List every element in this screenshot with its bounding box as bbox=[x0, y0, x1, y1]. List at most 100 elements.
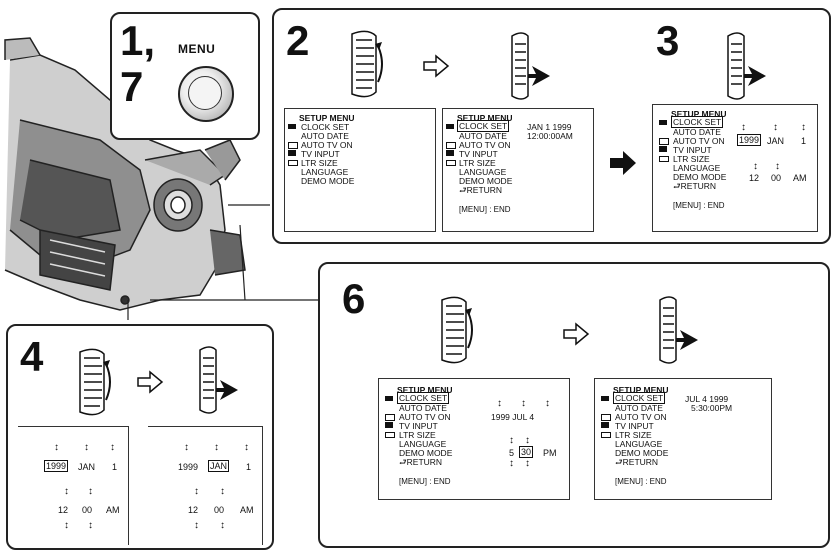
menu-item-auto-tv-on: AUTO TV ON bbox=[615, 412, 667, 422]
setup-menu-screen-step6b: SETUP MENU CLOCK SET JUL 4 1999 AUTO DAT… bbox=[594, 378, 772, 500]
menu-end-hint: [MENU] : END bbox=[673, 201, 725, 210]
minute-value: 00 bbox=[771, 173, 782, 183]
hour-value: 12 bbox=[58, 505, 69, 515]
up-down-arrow-icon: ↕ bbox=[509, 435, 514, 446]
up-down-arrow-icon: ↕ bbox=[184, 442, 189, 453]
menu-button-inner-ring bbox=[188, 76, 222, 110]
menu-button-label: MENU bbox=[178, 42, 216, 56]
panel-step-1-7: 1, 7 MENU bbox=[110, 12, 260, 140]
menu-item-tv-input: TV INPUT bbox=[615, 421, 654, 431]
step-number-7: 7 bbox=[120, 63, 144, 110]
dial-push-icon-step3 bbox=[727, 32, 766, 100]
month-value: JAN bbox=[78, 462, 96, 472]
ampm-value: AM bbox=[793, 173, 807, 183]
menu-end-hint: [MENU] : END bbox=[615, 477, 667, 486]
return-icon: ⮐ bbox=[615, 457, 623, 467]
hollow-right-arrow-icon bbox=[563, 322, 590, 346]
dial-turn-icon bbox=[351, 30, 383, 98]
menu-title: SETUP MENU bbox=[613, 385, 669, 395]
menu-button[interactable] bbox=[178, 66, 234, 122]
up-down-arrow-icon: ↕ bbox=[194, 486, 199, 497]
return-icon: ⮐ bbox=[459, 185, 467, 195]
up-down-arrow-icon: ↕ bbox=[545, 398, 550, 409]
up-down-arrow-icon: ↕ bbox=[525, 458, 530, 469]
menu-item-tv-input: TV INPUT bbox=[673, 145, 712, 155]
step-number-4: 4 bbox=[20, 333, 44, 380]
return-icon: ⮐ bbox=[399, 457, 407, 467]
menu-item-ltr-size: LTR SIZE bbox=[673, 154, 710, 164]
menu-item-clock-set-selected: CLOCK SET bbox=[613, 392, 666, 404]
menu-title: SETUP MENU bbox=[457, 113, 513, 123]
date-values: 1999 JUL 4 bbox=[491, 412, 535, 422]
menu-end-hint: [MENU] : END bbox=[459, 205, 511, 214]
ampm-value: AM bbox=[240, 505, 254, 515]
menu-item-language: LANGUAGE bbox=[673, 163, 721, 173]
panel-step-2-3: 2 3 SETUP MENU CLOCK SET AUTO DATE AUTO … bbox=[272, 8, 831, 244]
menu-item-demo-mode: DEMO MODE bbox=[301, 176, 355, 186]
menu-item-language: LANGUAGE bbox=[615, 439, 663, 449]
menu-item-clock-set: CLOCK SET bbox=[301, 122, 350, 132]
step-number-6: 6 bbox=[342, 275, 366, 322]
dial-push-icon bbox=[511, 32, 550, 100]
up-down-arrow-icon: ↕ bbox=[497, 398, 502, 409]
hour-value: 12 bbox=[188, 505, 199, 515]
solid-right-arrow-icon bbox=[610, 151, 636, 175]
ampm-value: AM bbox=[106, 505, 120, 515]
menu-item-auto-date: AUTO DATE bbox=[301, 131, 349, 141]
menu-item-clock-set-selected: CLOCK SET bbox=[671, 116, 724, 128]
hour-value: 12 bbox=[749, 173, 760, 183]
menu-item-auto-date: AUTO DATE bbox=[459, 131, 507, 141]
menu-item-return: ⮐RETURN bbox=[399, 457, 443, 467]
hollow-right-arrow-icon bbox=[423, 54, 450, 78]
hour-value: 5 bbox=[509, 448, 515, 458]
minute-value: 00 bbox=[214, 505, 225, 515]
menu-side-icons bbox=[385, 396, 395, 448]
menu-item-ltr-size: LTR SIZE bbox=[459, 158, 496, 168]
menu-item-clock-set-selected: CLOCK SET bbox=[397, 392, 450, 404]
setup-menu-screen-step2b: SETUP MENU CLOCK SET JAN 1 1999 AUTO DAT… bbox=[442, 108, 594, 232]
up-down-arrow-icon: ↕ bbox=[220, 520, 225, 531]
menu-item-demo-mode: DEMO MODE bbox=[399, 448, 453, 458]
setup-menu-screen-step3: SETUP MENU CLOCK SET AUTO DATE AUTO TV O… bbox=[652, 104, 818, 232]
menu-item-demo-mode: DEMO MODE bbox=[673, 172, 727, 182]
up-down-arrow-icon: ↕ bbox=[521, 398, 526, 409]
up-down-arrow-icon: ↕ bbox=[64, 486, 69, 497]
setup-menu-screen-step6a: SETUP MENU CLOCK SET AUTO DATE AUTO TV O… bbox=[378, 378, 570, 500]
menu-side-icons bbox=[446, 124, 456, 176]
day-value: 1 bbox=[112, 462, 118, 472]
menu-end-hint: [MENU] : END bbox=[399, 477, 451, 486]
menu-item-ltr-size: LTR SIZE bbox=[301, 158, 338, 168]
up-down-arrow-icon: ↕ bbox=[801, 122, 806, 133]
dial-turn-icon bbox=[79, 348, 111, 416]
menu-title: SETUP MENU bbox=[397, 385, 453, 395]
up-down-arrow-icon: ↕ bbox=[54, 442, 59, 453]
month-value-selected: JAN bbox=[208, 460, 230, 472]
menu-item-auto-tv-on: AUTO TV ON bbox=[399, 412, 451, 422]
minute-value-selected: 30 bbox=[519, 446, 534, 458]
up-down-arrow-icon: ↕ bbox=[773, 122, 778, 133]
step-number-2: 2 bbox=[286, 17, 310, 64]
menu-item-auto-tv-on: AUTO TV ON bbox=[459, 140, 511, 150]
menu-item-demo-mode: DEMO MODE bbox=[615, 448, 669, 458]
year-value-selected: 1999 bbox=[737, 134, 762, 146]
menu-item-return: ⮐RETURN bbox=[615, 457, 659, 467]
step-number-3: 3 bbox=[656, 17, 680, 64]
clock-date-value: JUL 4 1999 bbox=[685, 394, 729, 404]
menu-item-tv-input: TV INPUT bbox=[301, 149, 340, 159]
dial-push-icon bbox=[659, 296, 698, 364]
up-down-arrow-icon: ↕ bbox=[753, 161, 758, 172]
ampm-value: PM bbox=[543, 448, 557, 458]
setup-menu-screen-step2a: SETUP MENU CLOCK SET AUTO DATE AUTO TV O… bbox=[284, 108, 436, 232]
dial-push-icon bbox=[199, 346, 238, 414]
up-down-arrow-icon: ↕ bbox=[220, 486, 225, 497]
minute-value: 00 bbox=[82, 505, 93, 515]
menu-item-language: LANGUAGE bbox=[301, 167, 349, 177]
up-down-arrow-icon: ↕ bbox=[214, 442, 219, 453]
clock-time-value: 5:30:00PM bbox=[691, 403, 733, 413]
menu-item-language: LANGUAGE bbox=[459, 167, 507, 177]
up-down-arrow-icon: ↕ bbox=[194, 520, 199, 531]
partial-screen-step4a: ↕ ↕ ↕ 1999 JAN 1 ↕ ↕ 12 00 AM ↕ ↕ bbox=[18, 426, 129, 545]
menu-item-auto-date: AUTO DATE bbox=[673, 127, 721, 137]
menu-item-auto-tv-on: AUTO TV ON bbox=[673, 136, 725, 146]
